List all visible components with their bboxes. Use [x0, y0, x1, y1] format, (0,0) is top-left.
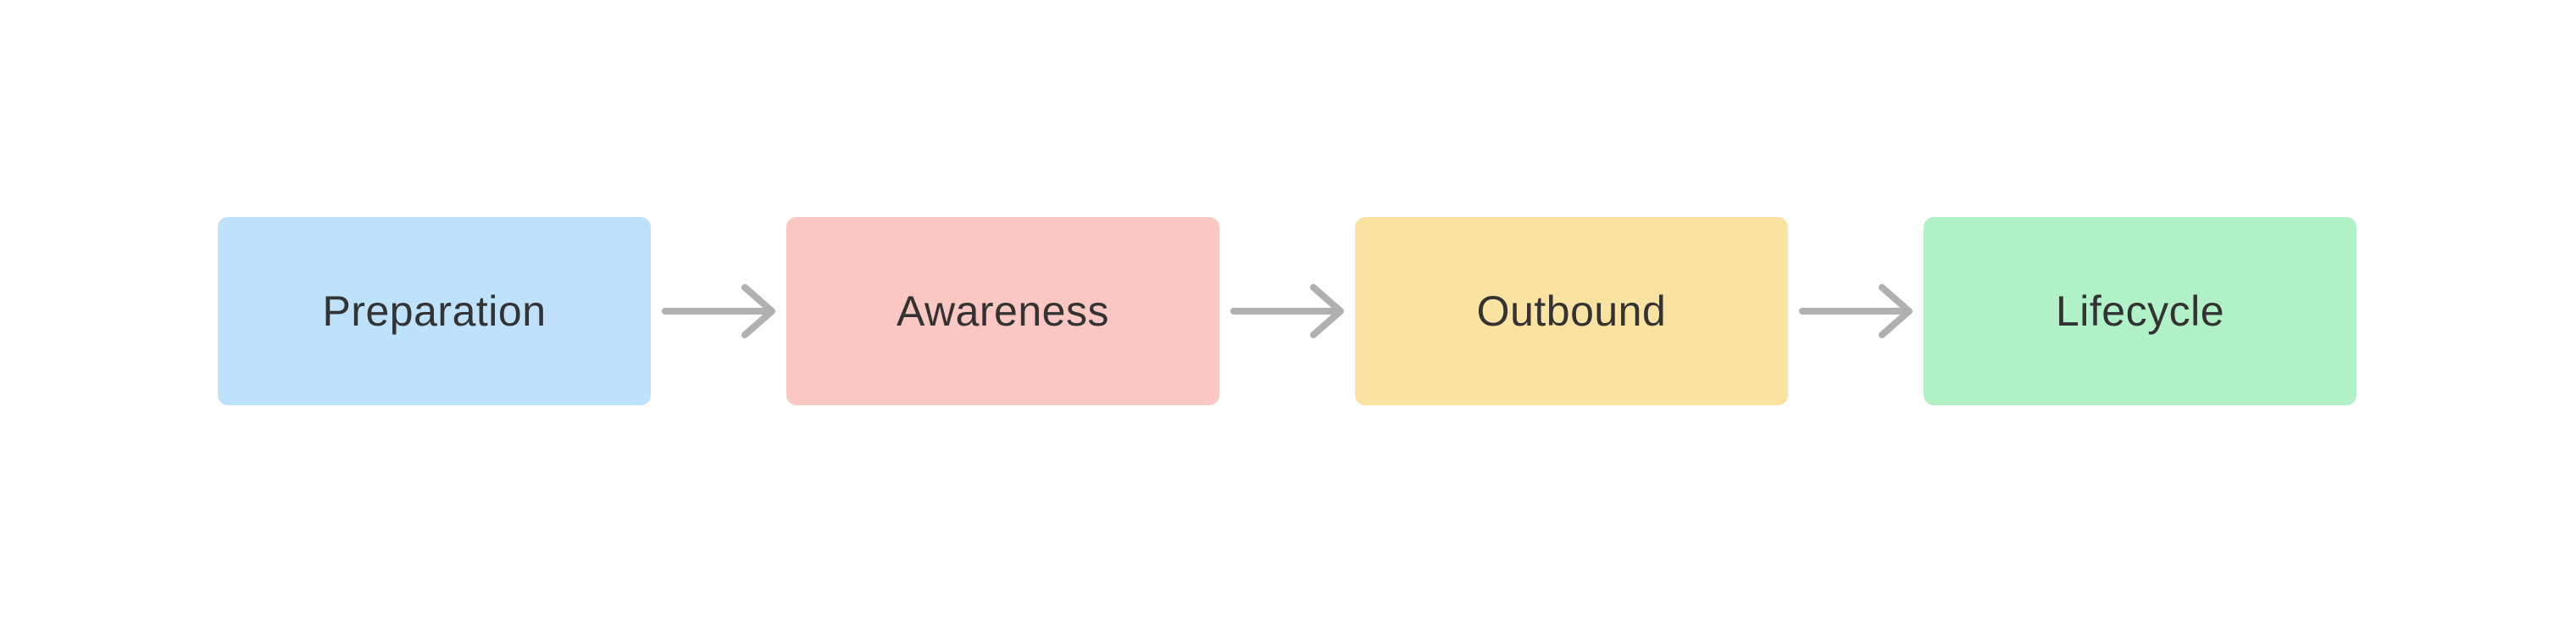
node-label-lifecycle: Lifecycle: [2055, 287, 2225, 335]
node-label-preparation: Preparation: [322, 287, 547, 335]
flow-node-preparation: Preparation: [218, 217, 651, 405]
flow-node-lifecycle: Lifecycle: [1924, 217, 2357, 405]
right-arrow-icon: [1230, 284, 1344, 338]
right-arrow-icon: [662, 284, 775, 338]
flow-node-outbound: Outbound: [1355, 217, 1788, 405]
flow-node-awareness: Awareness: [786, 217, 1219, 405]
node-label-awareness: Awareness: [897, 287, 1109, 335]
right-arrow-icon: [1799, 284, 1913, 338]
node-label-outbound: Outbound: [1476, 287, 1667, 335]
